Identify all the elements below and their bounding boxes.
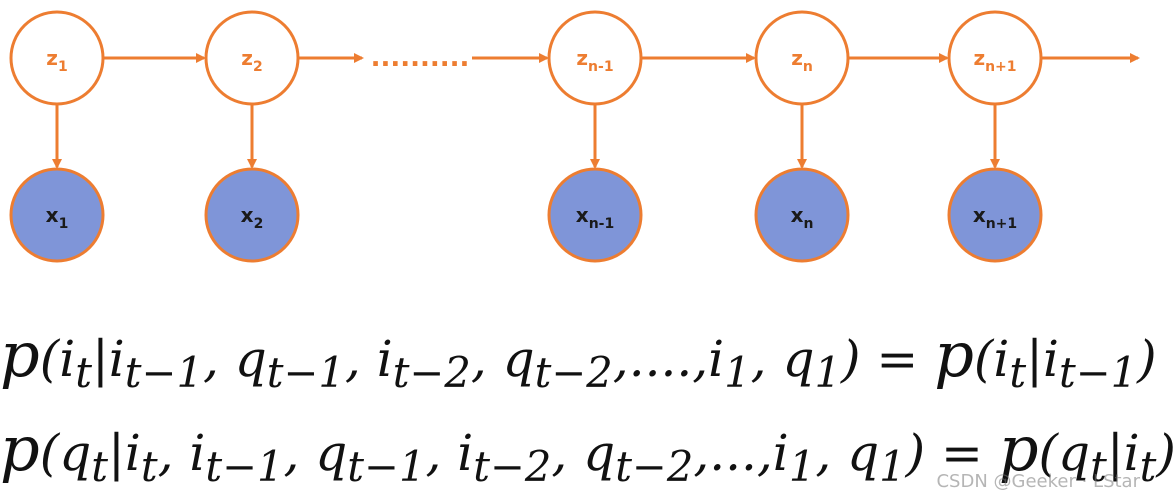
chain-ellipsis: .......... (371, 43, 470, 73)
hidden-node-z1: z1 (9, 10, 105, 106)
observed-node-x1-label: x (46, 203, 59, 227)
hidden-node-zn: zn (754, 10, 850, 106)
observed-node-x1: x1 (9, 167, 105, 263)
svg-text:z2: z2 (241, 46, 262, 75)
observed-node-xn+1-subscript: n+1 (986, 216, 1017, 232)
svg-text:zn+1: zn+1 (973, 46, 1016, 75)
svg-text:zn: zn (791, 46, 813, 75)
hidden-node-zn-1-label: z (576, 46, 588, 70)
svg-text:x2: x2 (241, 203, 264, 232)
observed-node-xn+1-label: x (973, 203, 986, 227)
svg-text:xn: xn (791, 203, 814, 232)
edges-group (52, 53, 1140, 169)
svg-text:xn+1: xn+1 (973, 203, 1017, 232)
hidden-node-z1-label: z (46, 46, 58, 70)
hidden-node-z1-subscript: 1 (58, 59, 68, 75)
equation-emission: p(qt|it, it−1, qt−1, it−2, qt−2,...,i1, … (0, 412, 1176, 491)
hidden-node-zn+1-label: z (973, 46, 985, 70)
hidden-node-z2-subscript: 2 (253, 59, 263, 75)
observed-node-x2-subscript: 2 (254, 216, 264, 232)
observed-node-xn+1: xn+1 (947, 167, 1043, 263)
observed-node-xn-1-label: x (576, 203, 589, 227)
watermark: CSDN @Geeker · LStar (936, 471, 1140, 492)
svg-text:xn-1: xn-1 (576, 203, 614, 232)
hidden-node-zn+1: zn+1 (947, 10, 1043, 106)
observed-node-xn-label: x (791, 203, 804, 227)
hidden-node-zn+1-subscript: n+1 (985, 59, 1016, 75)
observed-node-xn: xn (754, 167, 850, 263)
svg-text:x1: x1 (46, 203, 69, 232)
equation-transition: p(it|it−1, qt−1, it−2, qt−2,....,i1, q1)… (0, 318, 1157, 397)
observed-node-x2-label: x (241, 203, 254, 227)
observed-node-x2: x2 (204, 167, 300, 263)
observed-node-xn-subscript: n (803, 216, 813, 232)
hidden-node-zn-label: z (791, 46, 803, 70)
observed-node-xn-1: xn-1 (547, 167, 643, 263)
hidden-node-zn-subscript: n (803, 59, 813, 75)
hidden-node-zn-1-subscript: n-1 (588, 59, 614, 75)
observed-node-xn-1-subscript: n-1 (589, 216, 615, 232)
hidden-node-zn-1: zn-1 (547, 10, 643, 106)
hidden-node-z2-label: z (241, 46, 253, 70)
svg-text:z1: z1 (46, 46, 67, 75)
svg-text:zn-1: zn-1 (576, 46, 613, 75)
hidden-node-z2: z2 (204, 10, 300, 106)
observed-node-x1-subscript: 1 (59, 216, 69, 232)
